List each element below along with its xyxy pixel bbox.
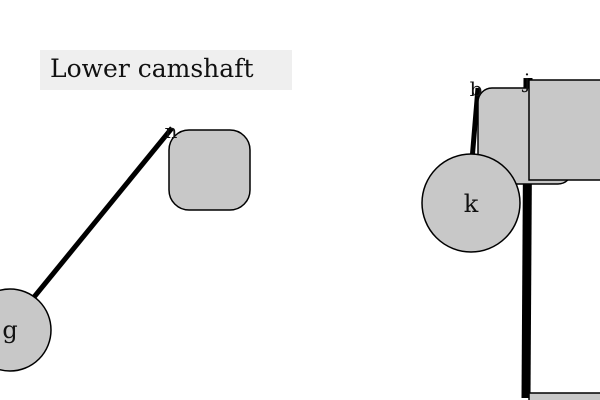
- node-j-label: j: [522, 69, 530, 93]
- node-k[interactable]: [421, 153, 521, 253]
- diagram-title: Lower camshaft: [50, 54, 254, 83]
- diagram-title-box: Lower camshaft: [40, 50, 292, 90]
- edge-k-b: [469, 87, 481, 161]
- node-g-label: g: [2, 316, 17, 344]
- node-n-label: n: [165, 119, 178, 143]
- edge-g-n: [28, 126, 174, 304]
- node-b-label: b: [470, 77, 483, 101]
- node-k-label: k: [464, 190, 479, 218]
- node-n[interactable]: [168, 129, 251, 211]
- node-j[interactable]: [528, 79, 600, 181]
- node-g[interactable]: [0, 288, 52, 372]
- node-bottom[interactable]: [528, 392, 600, 400]
